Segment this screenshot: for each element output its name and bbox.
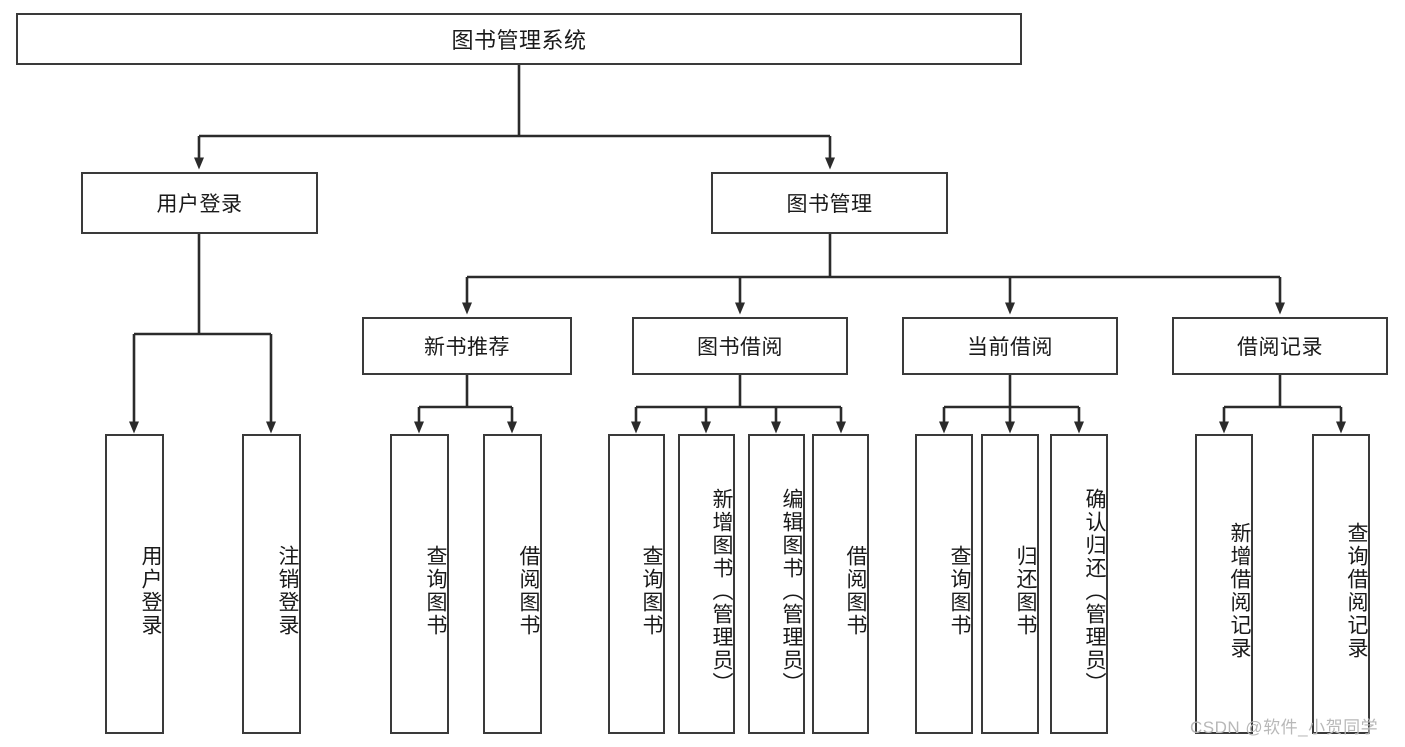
- node-label: 编辑图书（管理员）: [780, 487, 803, 695]
- node-label: 借阅记录: [1237, 336, 1323, 359]
- node-label: 查询借阅记录: [1345, 522, 1368, 660]
- node-label: 新增借阅记录: [1228, 522, 1251, 660]
- node-label: 新书推荐: [424, 336, 510, 359]
- node-borrow-record[interactable]: 借阅记录: [1172, 317, 1388, 375]
- node-label: 查询图书: [948, 545, 971, 637]
- leaf-user-login-login[interactable]: 用户登录: [105, 434, 164, 734]
- leaf-recommend-borrow-book[interactable]: 借阅图书: [483, 434, 542, 734]
- watermark-text: CSDN @软件_小贺同学: [1190, 718, 1379, 737]
- node-label: 确认归还（管理员）: [1083, 487, 1106, 695]
- leaf-record-query-record[interactable]: 查询借阅记录: [1312, 434, 1370, 734]
- node-user-login[interactable]: 用户登录: [81, 172, 318, 234]
- leaf-current-return-book[interactable]: 归还图书: [981, 434, 1039, 734]
- node-label: 借阅图书: [844, 545, 867, 637]
- node-label: 图书借阅: [697, 336, 783, 359]
- leaf-user-login-logout[interactable]: 注销登录: [242, 434, 301, 734]
- leaf-borrow-add-book-admin[interactable]: 新增图书（管理员）: [678, 434, 735, 734]
- node-label: 查询图书: [424, 545, 447, 637]
- node-label: 查询图书: [640, 545, 663, 637]
- node-book-management[interactable]: 图书管理: [711, 172, 948, 234]
- node-label: 新增图书（管理员）: [710, 487, 733, 695]
- leaf-borrow-borrow-book[interactable]: 借阅图书: [812, 434, 869, 734]
- leaf-record-add-record[interactable]: 新增借阅记录: [1195, 434, 1253, 734]
- node-label: 借阅图书: [517, 545, 540, 637]
- node-label: 用户登录: [139, 545, 162, 637]
- leaf-recommend-query-book[interactable]: 查询图书: [390, 434, 449, 734]
- node-current-borrow[interactable]: 当前借阅: [902, 317, 1118, 375]
- leaf-borrow-edit-book-admin[interactable]: 编辑图书（管理员）: [748, 434, 805, 734]
- node-new-book-recommend[interactable]: 新书推荐: [362, 317, 572, 375]
- leaf-current-query-book[interactable]: 查询图书: [915, 434, 973, 734]
- leaf-borrow-query-book[interactable]: 查询图书: [608, 434, 665, 734]
- node-label: 图书管理系统: [451, 28, 587, 53]
- node-label: 当前借阅: [967, 336, 1053, 359]
- node-label: 注销登录: [276, 545, 299, 637]
- node-book-borrow[interactable]: 图书借阅: [632, 317, 848, 375]
- node-label: 归还图书: [1014, 545, 1037, 637]
- node-label: 图书管理: [786, 193, 873, 216]
- leaf-current-confirm-return-admin[interactable]: 确认归还（管理员）: [1050, 434, 1108, 734]
- node-root-system[interactable]: 图书管理系统: [16, 13, 1022, 65]
- node-label: 用户登录: [156, 193, 243, 216]
